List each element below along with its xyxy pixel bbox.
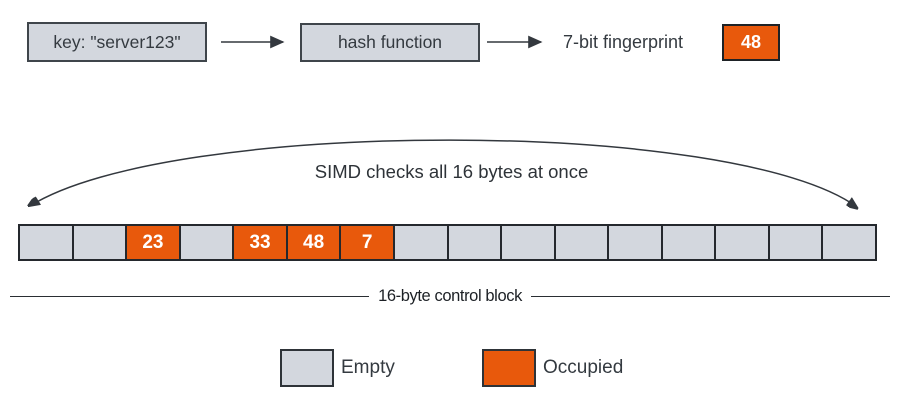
control-byte-cell-14 xyxy=(769,226,824,259)
control-byte-cell-13 xyxy=(716,226,770,259)
simd-span-arrow-icon xyxy=(0,139,903,220)
control-byte-cell-2: 23 xyxy=(127,226,181,259)
control-byte-cell-11 xyxy=(609,226,663,259)
divider-line-left xyxy=(10,295,370,297)
empty-swatch xyxy=(280,349,334,387)
control-block-divider: 16-byte control block xyxy=(10,285,891,307)
control-byte-cell-4: 33 xyxy=(234,226,288,259)
fingerprint-label: 7-bit fingerprint xyxy=(563,31,684,52)
control-byte-cell-15 xyxy=(823,226,875,259)
legend-item-empty: Empty xyxy=(280,349,395,387)
fingerprint-value-box: 48 xyxy=(722,24,780,61)
legend-label-empty: Empty xyxy=(341,357,395,378)
control-byte-cell-3 xyxy=(180,226,235,259)
control-byte-cell-10 xyxy=(555,226,610,259)
key-box-label: key: "server123" xyxy=(53,31,181,52)
control-byte-cell-6: 7 xyxy=(341,226,395,259)
control-byte-cell-7 xyxy=(394,226,449,259)
control-byte-cell-5: 48 xyxy=(287,226,342,259)
control-byte-cell-12 xyxy=(662,226,717,259)
control-byte-cell-0 xyxy=(20,226,74,259)
fingerprint-value: 48 xyxy=(740,32,762,52)
control-byte-cell-1 xyxy=(73,226,128,259)
control-byte-cell-9 xyxy=(502,226,556,259)
legend-label-occupied: Occupied xyxy=(543,357,624,378)
divider-line-right xyxy=(530,295,891,297)
control-byte-cell-8 xyxy=(448,226,503,259)
hash-function-label: hash function xyxy=(337,32,443,52)
arrow-right-icon xyxy=(221,35,285,49)
hash-function-box: hash function xyxy=(300,23,480,62)
simd-annotation: SIMD checks all 16 bytes at once xyxy=(314,161,589,182)
control-block-label: 16-byte control block xyxy=(378,286,522,305)
occupied-swatch xyxy=(482,349,536,387)
arrow-right-icon xyxy=(487,35,543,49)
key-box: key: "server123" xyxy=(27,22,207,62)
legend-item-occupied: Occupied xyxy=(482,349,623,387)
